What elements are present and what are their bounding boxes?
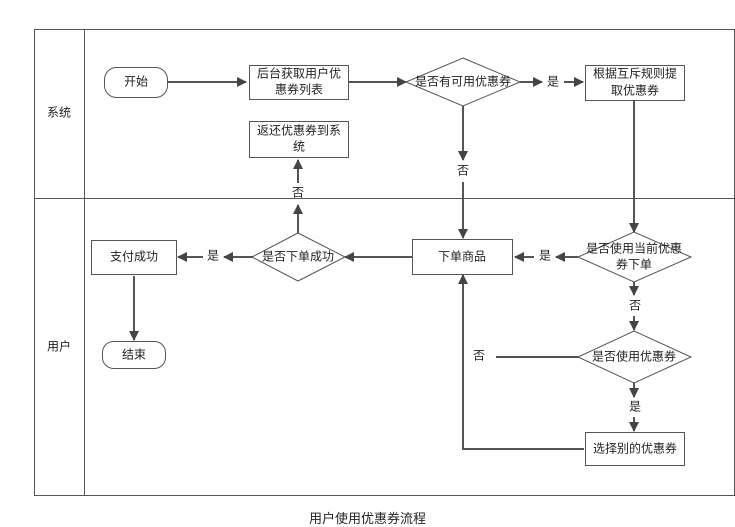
edge-label-yes-3: 是 [207, 249, 219, 263]
node-pick-by-rule-line1: 根据互斥规则提 [593, 66, 677, 81]
node-has-coupon-label: 是否有可用优惠券 [415, 74, 511, 89]
node-end-label: 结束 [122, 348, 146, 362]
edge-label-yes-1: 是 [547, 75, 559, 89]
node-pay-success-label: 支付成功 [110, 250, 158, 264]
connectors [129, 77, 639, 450]
node-pay-success[interactable]: 支付成功 [91, 240, 177, 275]
node-choose-other[interactable]: 选择别的优惠券 [585, 432, 685, 466]
lane-label-system: 系统 [47, 106, 71, 120]
node-choose-other-label: 选择别的优惠券 [593, 441, 677, 456]
edge-label-no-4: 否 [473, 349, 485, 363]
edge-label-yes-4: 是 [629, 400, 641, 414]
node-pick-by-rule-line2: 取优惠券 [611, 83, 659, 98]
node-order-success[interactable]: 是否下单成功 [250, 232, 347, 282]
node-fetch-coupons[interactable]: 后台获取用户优 惠券列表 [249, 65, 349, 100]
node-use-current-line1: 是否使用当前优惠 [586, 241, 682, 256]
node-use-current-line2: 券下单 [616, 257, 652, 272]
diagram-caption: 用户使用优惠券流程 [308, 512, 426, 527]
node-return-coupon-line2: 统 [293, 140, 305, 154]
edge-label-no-2: 否 [292, 186, 304, 200]
node-fetch-coupons-line1: 后台获取用户优 [257, 66, 341, 81]
node-order-success-label: 是否下单成功 [262, 250, 334, 264]
node-use-coupon[interactable]: 是否使用优惠券 [576, 330, 693, 384]
node-place-order-label: 下单商品 [438, 249, 486, 264]
node-start[interactable]: 开始 [104, 67, 168, 98]
node-return-coupon-line1: 返还优惠券到系 [257, 123, 341, 138]
node-use-current[interactable]: 是否使用当前优惠 券下单 [576, 231, 693, 283]
node-has-coupon[interactable]: 是否有可用优惠券 [404, 57, 522, 107]
node-return-coupon[interactable]: 返还优惠券到系 统 [249, 121, 349, 158]
lane-label-user: 用户 [47, 339, 71, 354]
edge-label-no-1: 否 [457, 164, 469, 178]
node-end[interactable]: 结束 [102, 341, 166, 369]
node-pick-by-rule[interactable]: 根据互斥规则提 取优惠券 [585, 65, 685, 101]
node-fetch-coupons-line2: 惠券列表 [275, 82, 323, 97]
node-use-coupon-label: 是否使用优惠券 [592, 349, 676, 364]
node-start-label: 开始 [124, 75, 148, 89]
edge-choose-to-order [458, 274, 584, 450]
edge-label-no-3: 否 [629, 299, 641, 313]
edge-label-yes-2: 是 [539, 249, 551, 263]
node-place-order[interactable]: 下单商品 [412, 239, 513, 275]
